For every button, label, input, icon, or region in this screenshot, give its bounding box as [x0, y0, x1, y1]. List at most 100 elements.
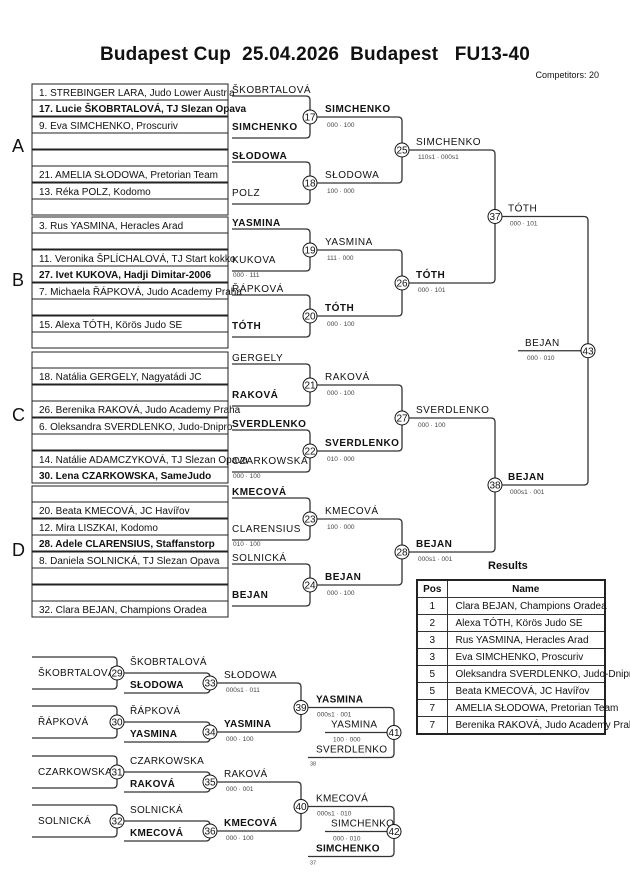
match-number: 17	[304, 113, 316, 124]
entry-box	[31, 351, 229, 369]
match-number: 40	[295, 802, 307, 813]
entry-box	[31, 384, 229, 402]
round2-bottom-name: BEJAN	[325, 572, 361, 583]
match-node-circle	[386, 725, 402, 740]
entry-name: 12. Mira LISZKAI, Kodomo	[39, 523, 158, 534]
entry-box	[31, 400, 229, 418]
match-number: 37	[489, 212, 501, 223]
entry-box	[31, 584, 229, 602]
round1-top-name: SVERDLENKO	[232, 419, 306, 430]
round3-bottom-score: 000s1 · 001	[418, 556, 453, 563]
round1-score: 010 · 100	[233, 541, 261, 548]
round1-top-name: ŠKOBRTALOVÁ	[232, 83, 311, 96]
result-name: Rus YASMINA, Heracles Arad	[446, 631, 606, 649]
repechage-top-name: CZARKOWSKA	[130, 756, 204, 767]
round1-bottom-name: KUKOVA	[232, 255, 276, 266]
entry-name: 32. Clara BEJAN, Champions Oradea	[39, 605, 207, 616]
bronze-winner-name: YASMINA	[331, 720, 377, 731]
match-number: 43	[582, 346, 594, 357]
repechage-left-name: ŠKOBRTALOVÁ	[38, 666, 115, 679]
match-number: 23	[304, 515, 316, 526]
competitors-count: Competitors: 20	[535, 70, 599, 80]
match-number: 24	[304, 581, 316, 592]
repechage-r2-top-score: 000 · 001	[226, 786, 254, 793]
result-name: AMELIA SŁODOWA, Pretorian Team	[446, 699, 618, 717]
result-name: Eva SIMCHENKO, Proscuriv	[446, 648, 606, 666]
entry-box	[31, 232, 229, 250]
result-position: 5	[416, 665, 448, 683]
round1-bottom-name: CLARENSIUS	[232, 524, 301, 535]
round3-top-score: 110s1 · 000s1	[418, 154, 459, 161]
round1-bottom-name: TÓTH	[232, 319, 261, 332]
results-title: Results	[488, 560, 528, 572]
match-number: 21	[304, 381, 316, 392]
entry-box	[31, 367, 229, 385]
match-node-circle	[386, 824, 402, 839]
result-position: 3	[416, 648, 448, 666]
pool-label: B	[12, 270, 24, 290]
repechage-r2-bottom-winner: YASMINA	[224, 719, 271, 730]
result-name: Oleksandra SVERDLENKO, Judo-Dnipro	[446, 665, 630, 683]
round1-bottom-name: POLZ	[232, 188, 260, 199]
bronze-bottom-name: SVERDLENKO	[316, 745, 387, 756]
round1-bottom-name: BEJAN	[232, 590, 268, 601]
match-number: 31	[111, 768, 123, 779]
round2-bottom-score: 000 · 100	[327, 321, 355, 328]
bronze-top-name: KMECOVÁ	[316, 792, 368, 805]
entry-box	[31, 265, 229, 283]
entry-box	[31, 149, 229, 167]
round1-bottom-name: SIMCHENKO	[232, 122, 298, 133]
repechage-r2-top-score: 000s1 · 011	[226, 687, 260, 694]
entry-name: 6. Oleksandra SVERDLENKO, Judo-Dnipro	[39, 422, 233, 433]
round3-connector	[409, 149, 496, 284]
match-number: 34	[204, 728, 216, 739]
entry-name: 28. Adele CLARENSIUS, Staffanstorp	[39, 539, 215, 550]
result-position: 7	[416, 699, 448, 717]
match-number: 41	[388, 728, 400, 739]
round3-top-name: SIMCHENKO	[416, 137, 481, 148]
round3-bottom-score: 000 · 101	[418, 287, 446, 294]
repechage-left-name: SOLNICKÁ	[38, 814, 91, 827]
result-position: 2	[416, 614, 448, 632]
entry-box	[31, 198, 229, 216]
result-position: 3	[416, 631, 448, 649]
result-name: Alexa TÓTH, Körös Judo SE	[446, 614, 606, 632]
match-number: 32	[111, 817, 123, 828]
bronze-top-score: 000s1 · 010	[317, 811, 352, 818]
result-name: Berenika RAKOVÁ, Judo Academy Praha	[446, 716, 630, 735]
round1-top-name: SŁODOWA	[232, 151, 287, 162]
match-number: 35	[204, 778, 216, 789]
entry-box	[31, 567, 229, 585]
repechage-bottom-name: KMECOVÁ	[130, 826, 183, 839]
repechage-left-name: CZARKOWSKA	[38, 767, 112, 778]
round1-top-name: GERGELY	[232, 353, 283, 364]
match-number: 22	[304, 447, 316, 458]
final-bottom-score: 000s1 · 001	[510, 489, 545, 496]
round3-bottom-name: BEJAN	[416, 539, 452, 550]
repechage-r2-bottom-score: 000 · 100	[226, 835, 254, 842]
round3-top-name: SVERDLENKO	[416, 405, 489, 416]
round1-score: 000 · 111	[233, 272, 260, 279]
entry-name: 3. Rus YASMINA, Heracles Arad	[39, 221, 183, 232]
final-top-name: TÓTH	[508, 202, 537, 215]
entry-box	[31, 298, 229, 316]
entry-name: 8. Daniela SOLNICKÁ, TJ Slezan Opava	[39, 554, 220, 567]
entry-name: 1. STREBINGER LARA, Judo Lower Austria	[39, 88, 235, 99]
entry-box	[31, 433, 229, 451]
repechage-r2-bottom-winner: KMECOVÁ	[224, 816, 277, 829]
bronze-top-name: YASMINA	[316, 695, 363, 706]
entry-name: 14. Natálie ADAMCZYKOVÁ, TJ Slezan Opava	[39, 453, 248, 466]
entry-box	[31, 501, 229, 519]
round2-bottom-score: 010 · 000	[327, 456, 355, 463]
bronze-ref: 38	[310, 762, 316, 768]
bronze-ref: 37	[310, 861, 316, 867]
bronze-bottom-name: SIMCHENKO	[316, 844, 380, 855]
match-number: 28	[396, 548, 408, 559]
match-number: 33	[204, 679, 216, 690]
